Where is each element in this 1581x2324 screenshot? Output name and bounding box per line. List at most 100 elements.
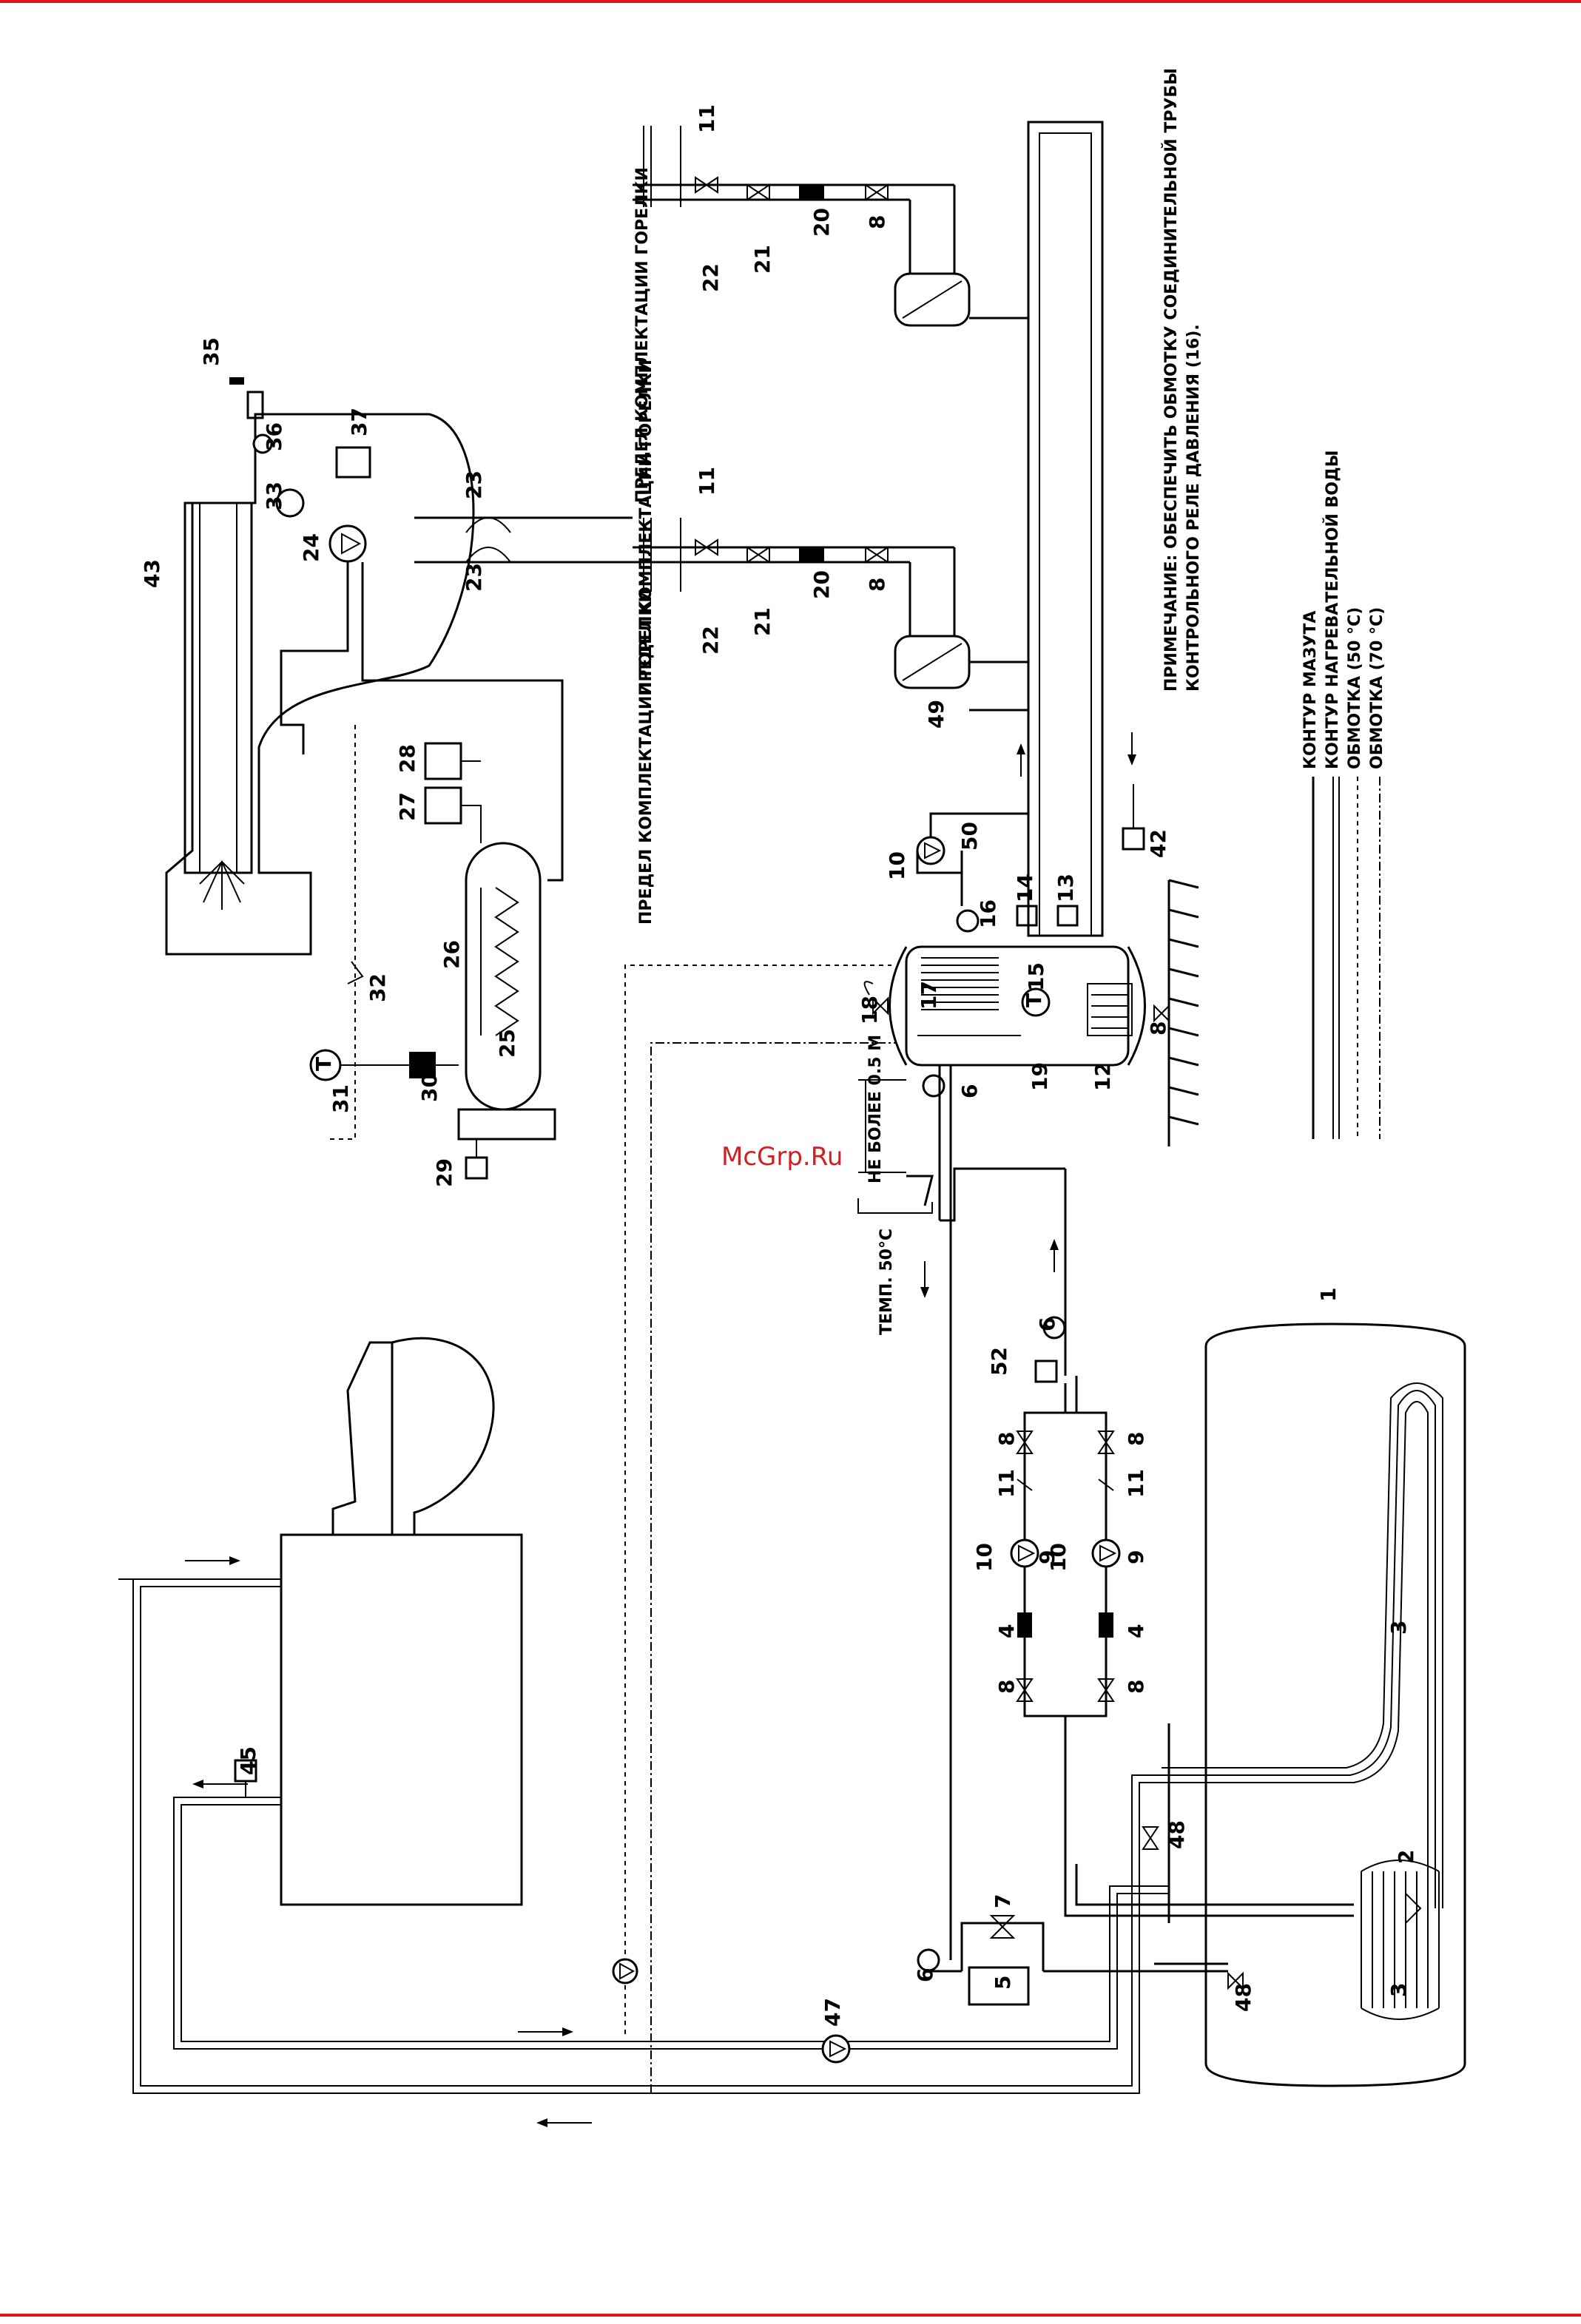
label-8-lower: 8	[865, 578, 889, 592]
label-30: 30	[417, 1073, 442, 1102]
component-37	[335, 446, 371, 479]
label-24: 24	[299, 533, 323, 562]
label-26: 26	[439, 940, 464, 969]
burner-limit-right: ПРЕДЕЛ КОМПЛЕКТАЦИИ ГОРЕЛКИ	[633, 167, 652, 503]
label-10-top: 10	[885, 851, 909, 880]
label-8-s3: 8	[994, 1680, 1019, 1694]
label-27: 27	[395, 792, 419, 821]
label-14: 14	[1013, 874, 1037, 902]
legend-1: КОНТУР НАГРЕВАТЕЛЬНОЙ ВОДЫ	[1323, 450, 1342, 769]
component-29	[465, 1156, 488, 1180]
label-37: 37	[347, 408, 371, 436]
label-29: 29	[432, 1158, 456, 1187]
valves-8-left[interactable]	[1016, 1430, 1034, 1702]
label-50: 50	[957, 822, 982, 851]
label-8-s4: 8	[1124, 1680, 1148, 1694]
component-52-gauge	[1034, 1359, 1058, 1383]
label-19: 19	[1028, 1062, 1052, 1091]
pump-50[interactable]	[916, 836, 945, 865]
valve-48-top[interactable]	[1142, 1826, 1159, 1850]
component-6-manometer-tank	[922, 1074, 945, 1098]
filter-20-lower	[799, 547, 824, 562]
label-2: 2	[1394, 1850, 1418, 1864]
label-22-lower: 22	[698, 626, 723, 655]
label-12: 12	[1090, 1062, 1115, 1091]
valve-48-bottom[interactable]	[1227, 1971, 1244, 1990]
label-23a: 23	[462, 470, 486, 499]
valve-18[interactable]	[863, 981, 889, 1016]
top-border	[0, 0, 1581, 3]
component-6-manometer	[1042, 1316, 1066, 1340]
label-20-upper: 20	[809, 208, 834, 237]
check-valve-11-right	[1098, 1476, 1114, 1494]
label-42: 42	[1146, 829, 1170, 858]
temp-label: ТЕМП. 50°С	[877, 1229, 896, 1335]
label-9-s1: 9	[1035, 1550, 1059, 1564]
water-risers	[916, 121, 1145, 937]
label-20-lower: 20	[809, 570, 834, 599]
component-5-filter	[968, 1966, 1030, 2006]
label-5: 5	[991, 1976, 1015, 1990]
label-t15: T	[1022, 993, 1046, 1007]
label-45: 45	[236, 1746, 260, 1775]
label-4-s1: 4	[994, 1624, 1019, 1638]
valves-8-right[interactable]	[1097, 1430, 1115, 1702]
pump-9-left[interactable]	[1010, 1538, 1039, 1568]
label-7: 7	[991, 1894, 1015, 1908]
label-48-bottom: 48	[1231, 1983, 1255, 2012]
heating-water-lines	[118, 1556, 1169, 2127]
day-tank	[857, 879, 1199, 1960]
check-valve-32	[347, 961, 364, 984]
valve-train-upper[interactable]	[695, 176, 889, 201]
label-47: 47	[820, 1998, 845, 2027]
label-10-s1: 10	[972, 1543, 997, 1572]
pump-9-right[interactable]	[1091, 1538, 1121, 1568]
label-13: 13	[1054, 874, 1078, 902]
valve-7[interactable]	[989, 1915, 1016, 1928]
burner-43	[165, 377, 633, 1140]
drain-valve[interactable]	[1153, 1004, 1170, 1023]
oil-supply-upper	[633, 126, 1030, 348]
label-25: 25	[495, 1029, 519, 1058]
valve-33[interactable]	[275, 488, 305, 518]
label-6-bypass: 6	[913, 1968, 937, 1982]
pump-station	[821, 1169, 1154, 2064]
label-11-upper: 11	[695, 104, 719, 133]
bypass-5-7	[917, 1915, 1154, 2006]
preheater-26	[309, 742, 556, 1180]
label-28: 28	[395, 744, 419, 773]
label-17: 17	[917, 981, 941, 1010]
filter-4-right	[1099, 1612, 1113, 1638]
component-35	[229, 377, 244, 385]
label-15: 15	[1024, 962, 1048, 991]
bottom-border	[0, 2314, 1581, 2317]
component-27	[424, 786, 462, 825]
label-1: 1	[1316, 1288, 1341, 1302]
legend	[1312, 777, 1381, 1139]
label-21-upper: 21	[750, 245, 775, 274]
label-43: 43	[140, 559, 164, 588]
component-6-manometer-bypass	[917, 1948, 940, 1972]
label-10-s2: 10	[1046, 1543, 1071, 1572]
filter-20-upper	[799, 185, 824, 200]
label-9-s2: 9	[1124, 1550, 1148, 1564]
label-11-s2: 11	[1124, 1469, 1148, 1498]
heating-coil-lower	[1361, 1859, 1440, 2020]
boiler	[234, 1337, 523, 1906]
label-49: 49	[924, 700, 948, 729]
label-48-top: 48	[1164, 1820, 1189, 1849]
valve-train-lower[interactable]	[695, 538, 889, 564]
valve-36[interactable]	[252, 433, 273, 454]
coil-12	[1087, 983, 1133, 1036]
pump-47[interactable]	[821, 2034, 851, 2064]
label-22-upper: 22	[698, 263, 723, 292]
pump-24[interactable]	[328, 524, 367, 563]
label-4-s2: 4	[1124, 1624, 1148, 1638]
note-line1: ПРИМЕЧАНИЕ: ОБЕСПЕЧИТЬ ОБМОТКУ СОЕДИНИТЕ…	[1162, 68, 1181, 692]
burner-limit-mid: ПРЕДЕЛ КОМПЛЕКТАЦИИ ГОРЕЛКИ	[637, 359, 655, 695]
label-18: 18	[857, 996, 882, 1024]
component-2-element	[1405, 1891, 1422, 1925]
label-21-lower: 21	[750, 607, 775, 636]
label-23b: 23	[462, 563, 486, 592]
